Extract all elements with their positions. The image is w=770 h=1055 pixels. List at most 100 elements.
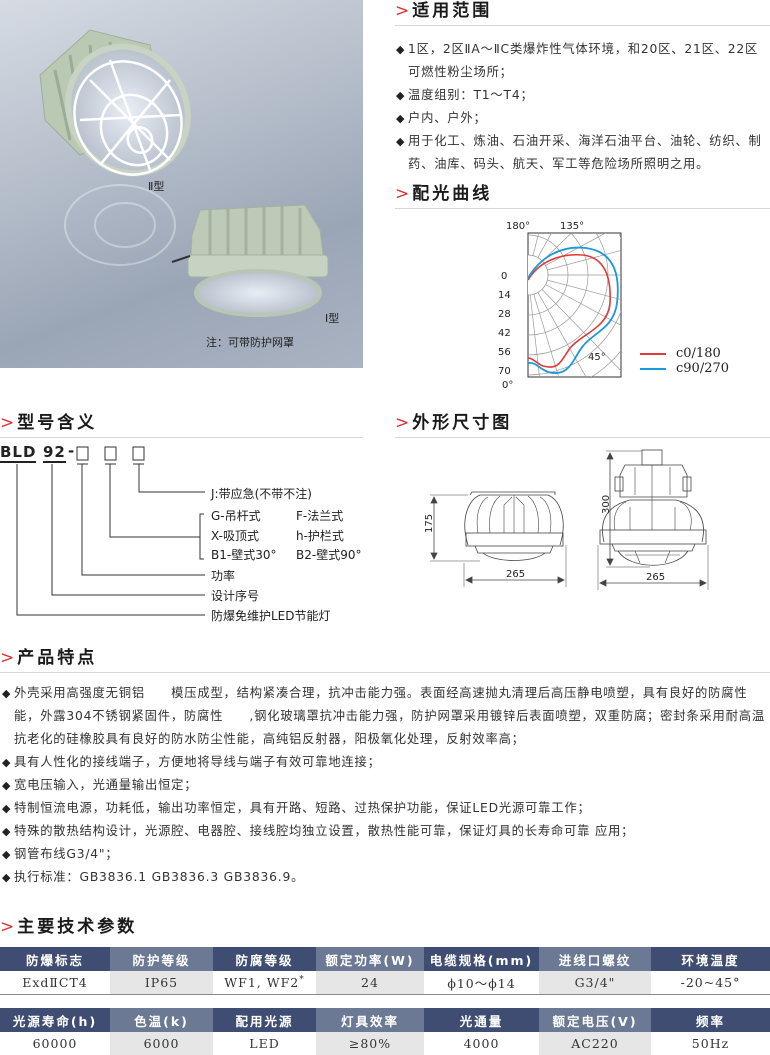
type1-outline-icon <box>464 491 564 561</box>
type1-lamp-icon <box>171 204 329 317</box>
heading-text: 外形尺寸图 <box>412 413 513 433</box>
col-header: 色温(k) <box>110 1008 213 1032</box>
col-header: 额定功率(W) <box>316 947 424 971</box>
meaning-emergency: J:带应急(不带不注) <box>211 487 312 501</box>
radial-label: 0 <box>501 271 507 282</box>
table-header-row: 防爆标志 防护等级 防腐等级 额定功率(W) 电缆规格(mm) 进线口螺纹 环境… <box>0 947 770 971</box>
angle-label-180: 180° <box>506 221 530 232</box>
model-code-dash: - <box>68 442 75 460</box>
table-cell: LED <box>213 1032 316 1055</box>
series-c90-270 <box>527 246 619 374</box>
col-header: 防腐等级 <box>213 947 316 971</box>
model-code-prefix: BLD <box>0 443 37 463</box>
heading-text: 型号含义 <box>17 413 98 433</box>
col-header: 防爆标志 <box>0 947 110 971</box>
model-code-series: 92 <box>43 443 66 463</box>
col-header: 电缆规格(mm) <box>424 947 539 971</box>
feature-item: ◆具有人性化的接线端子，方便地将导线与端子有效可靠地连接； <box>2 751 770 774</box>
section-heading-light-curve: >配光曲线 <box>395 183 770 209</box>
dim-right-width: 265 <box>646 572 665 583</box>
lamp-illustration <box>39 29 329 317</box>
legend-item: c90/270 <box>640 361 729 376</box>
meaning-mount-x: X-吸顶式 <box>211 529 259 543</box>
heading-marker: > <box>395 184 410 204</box>
table-header-row: 光源寿命(h) 色温(k) 配用光源 灯具效率 光通量 额定电压(V) 频率 <box>0 1008 770 1032</box>
col-header: 光源寿命(h) <box>0 1008 110 1032</box>
radial-label: 42 <box>498 328 511 339</box>
placeholder-box-icon <box>104 446 117 461</box>
section-heading-specs: >主要技术参数 <box>0 916 770 942</box>
placeholder-box-icon <box>76 446 89 461</box>
scope-item: ◆用于化工、炼油、石油开采、海洋石油平台、油轮、纺织、制药、油库、码头、航天、军… <box>396 130 770 176</box>
diamond-bullet-icon: ◆ <box>2 756 11 769</box>
table-cell: G3/4" <box>539 971 651 995</box>
section-heading-dimensions: >外形尺寸图 <box>395 412 770 438</box>
angle-label-0: 0° <box>502 380 513 390</box>
meaning-mount-g: G-吊杆式 <box>211 509 261 523</box>
table-cell: 6000 <box>110 1032 213 1055</box>
photo-note: 注：可带防护网罩 <box>206 336 294 349</box>
diamond-bullet-icon: ◆ <box>396 112 405 125</box>
section-heading-scope: >适用范围 <box>395 0 770 26</box>
diamond-bullet-icon: ◆ <box>396 135 405 148</box>
table-cell: ≥80% <box>316 1032 424 1055</box>
meaning-design-no: 设计序号 <box>211 589 260 603</box>
col-header: 灯具效率 <box>316 1008 424 1032</box>
diamond-bullet-icon: ◆ <box>2 848 11 861</box>
feature-item: ◆特制恒流电源，功耗低，输出功率恒定，具有开路、短路、过热保护功能，保证LED光… <box>2 797 770 820</box>
table-cell: IP65 <box>110 971 213 995</box>
radial-label: 28 <box>498 309 511 320</box>
meaning-mount-f: F-法兰式 <box>296 509 344 523</box>
section-heading-features: >产品特点 <box>0 647 770 673</box>
col-header: 频率 <box>651 1008 770 1032</box>
col-header: 环境温度 <box>651 947 770 971</box>
feature-item: ◆钢管布线G3/4"； <box>2 843 770 866</box>
heading-text: 产品特点 <box>17 648 98 668</box>
angle-label-135: 135° <box>560 221 584 232</box>
table-cell: AC220 <box>539 1032 651 1055</box>
dim-left-width: 265 <box>506 569 525 580</box>
model-diagram-lines <box>16 446 205 616</box>
table-cell: ϕ10～ϕ14 <box>424 971 539 995</box>
dim-right-height: 300 <box>601 495 612 514</box>
feature-item: ◆外壳采用高强度无铜铝 模压成型，结构紧凑合理，抗冲击能力强。表面经高速抛丸清理… <box>2 682 770 751</box>
diamond-bullet-icon: ◆ <box>2 825 11 838</box>
heading-text: 主要技术参数 <box>17 917 138 937</box>
scope-item: ◆1区，2区ⅡA～ⅡC类爆炸性气体环境，和20区、21区、22区可燃性粉尘场所； <box>396 38 770 84</box>
diamond-bullet-icon: ◆ <box>2 779 11 792</box>
radial-label: 14 <box>498 290 511 301</box>
polar-grid <box>528 233 621 377</box>
dim-left-height: 175 <box>424 514 435 533</box>
heading-marker: > <box>395 413 410 433</box>
heading-marker: > <box>395 1 410 21</box>
scope-item: ◆户内、户外； <box>396 107 770 130</box>
meaning-product: 防爆免维护LED节能灯 <box>211 609 331 623</box>
heading-marker: > <box>0 648 15 668</box>
col-header: 光通量 <box>424 1008 539 1032</box>
heading-marker: > <box>0 917 15 937</box>
diamond-bullet-icon: ◆ <box>396 89 405 102</box>
type2-label: Ⅱ型 <box>148 180 165 193</box>
diamond-bullet-icon: ◆ <box>2 687 11 700</box>
table-cell: -20~45° <box>651 971 770 995</box>
col-header: 配用光源 <box>213 1008 316 1032</box>
section-heading-model: >型号含义 <box>0 412 363 438</box>
feature-item: ◆宽电压输入，光通量输出恒定； <box>2 774 770 797</box>
features-list: ◆外壳采用高强度无铜铝 模压成型，结构紧凑合理，抗冲击能力强。表面经高速抛丸清理… <box>2 682 770 889</box>
col-header: 防护等级 <box>110 947 213 971</box>
table-cell: WF1, WF2* <box>213 971 316 995</box>
radial-label: 56 <box>498 347 511 358</box>
series-c0-180 <box>527 253 611 368</box>
table-row: ExdⅡCT4 IP65 WF1, WF2* 24 ϕ10～ϕ14 G3/4" … <box>0 971 770 995</box>
type2-lamp-icon <box>39 29 191 266</box>
meaning-power: 功率 <box>211 569 236 583</box>
table-cell: 24 <box>316 971 424 995</box>
feature-item: ◆执行标准：GB3836.1 GB3836.3 GB3836.9。 <box>2 866 770 889</box>
red-swatch-icon <box>640 352 666 355</box>
placeholder-box-icon <box>132 446 145 461</box>
scope-list: ◆1区，2区ⅡA～ⅡC类爆炸性气体环境，和20区、21区、22区可燃性粉尘场所；… <box>396 38 770 176</box>
type1-label: Ⅰ型 <box>325 312 340 325</box>
dimension-drawings: 175 265 300 265 <box>424 449 709 590</box>
chart-legend: c0/180 c90/270 <box>640 346 729 376</box>
meaning-mount-b1: B1-壁式30° <box>211 548 277 562</box>
